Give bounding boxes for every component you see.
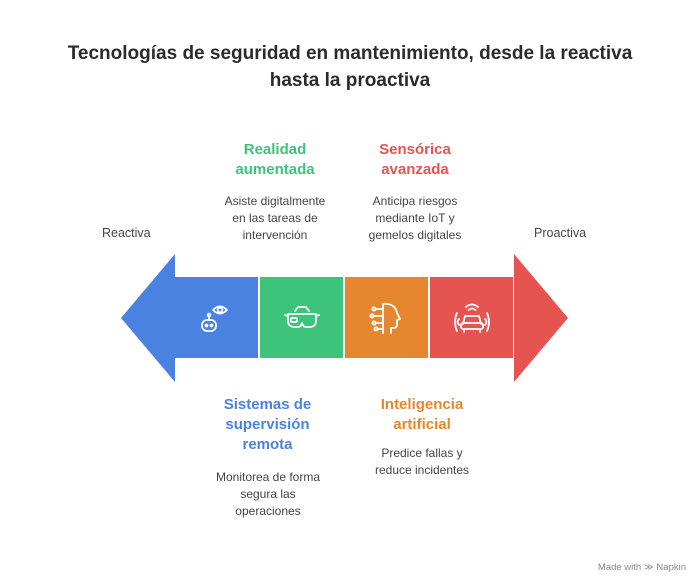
stage-box-sensorica	[430, 277, 513, 358]
label-proactiva: Proactiva	[534, 226, 587, 240]
napkin-attribution: Made with ≫ Napkin	[597, 562, 686, 573]
left-arrow-head	[121, 254, 175, 382]
stage-heading-supervision: Sistemas de supervisión remota	[205, 395, 330, 455]
heading-line: Sensórica	[379, 141, 451, 158]
title-line-2: hasta la proactiva	[269, 70, 431, 91]
heading-line: Sistemas de	[223, 396, 312, 413]
desc-line: Anticipa riesgos	[372, 194, 458, 208]
desc-line: en las tareas de	[232, 211, 318, 225]
ai-head-icon	[369, 302, 401, 334]
heading-line: Inteligencia	[380, 396, 464, 413]
desc-line: mediante IoT y	[375, 211, 455, 225]
heading-line: supervisión	[225, 416, 310, 433]
heading-line: aumentada	[235, 161, 315, 178]
robot-eye-icon	[200, 305, 228, 332]
stage-box-realidad	[260, 277, 343, 358]
heading-line: artificial	[393, 416, 451, 433]
ar-glasses-icon	[283, 305, 320, 328]
desc-line: segura las	[240, 487, 296, 501]
label-reactiva: Reactiva	[102, 226, 151, 240]
heading-line: remota	[242, 436, 293, 453]
desc-line: gemelos digitales	[368, 228, 462, 242]
title-line-1: Tecnologías de seguridad en mantenimient…	[67, 43, 633, 64]
stage-desc-ia: Predice fallas y reduce incidentes	[352, 445, 492, 479]
desc-line: Monitorea de forma	[215, 470, 321, 484]
desc-line: Predice fallas y	[381, 446, 463, 460]
diagram-title: Tecnologías de seguridad en mantenimient…	[0, 40, 700, 94]
heading-line: avanzada	[381, 161, 449, 178]
desc-line: operaciones	[235, 504, 301, 518]
stage-box-ia	[345, 277, 428, 358]
desc-line: intervención	[242, 228, 308, 242]
car-sensor-icon	[453, 303, 490, 333]
stage-desc-realidad: Asiste digitalmente en las tareas de int…	[204, 193, 346, 244]
stage-heading-realidad: Realidad aumentada	[215, 140, 335, 180]
right-arrow-head	[514, 254, 568, 382]
stage-desc-sensorica: Anticipa riesgos mediante IoT y gemelos …	[345, 193, 485, 244]
desc-line: reduce incidentes	[374, 463, 470, 477]
stage-heading-sensorica: Sensórica avanzada	[355, 140, 475, 180]
stage-box-supervision	[175, 277, 258, 358]
stage-heading-ia: Inteligencia artificial	[362, 395, 482, 435]
stage-desc-supervision: Monitorea de forma segura las operacione…	[198, 469, 338, 520]
desc-line: Asiste digitalmente	[224, 194, 326, 208]
heading-line: Realidad	[243, 141, 307, 158]
